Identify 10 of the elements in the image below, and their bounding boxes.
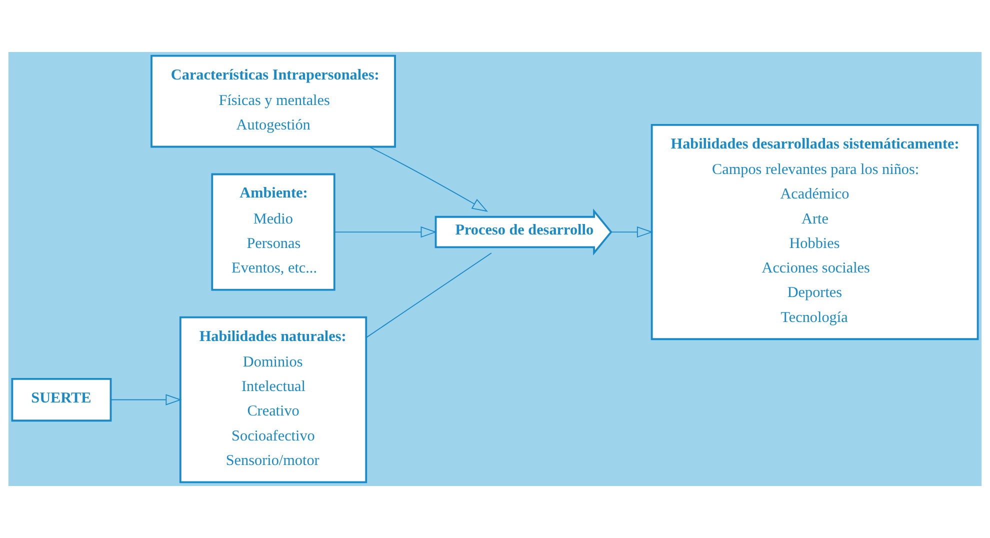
- arrow: [368, 146, 488, 212]
- node-box: Ambiente: Medio Personas Eventos, etc...: [211, 173, 336, 291]
- arrow: [610, 226, 654, 238]
- node-box: Habilidades naturales: Dominios Intelectual Creativo Socioafectivo Sensorio/motor: [179, 316, 368, 484]
- arrow: [334, 226, 437, 238]
- connector: [366, 252, 492, 338]
- node-box: SUERTE: [11, 378, 112, 422]
- arrow: [110, 394, 182, 406]
- node-box: Habilidades desarrolladas sistemáticamente: Campos relevantes para los niños: Académico Arte Hobbies Acciones sociales Deportes Tecnología: [650, 124, 979, 340]
- node-box: Características Intrapersonales: Físicas y mentales Autogestión: [150, 54, 396, 148]
